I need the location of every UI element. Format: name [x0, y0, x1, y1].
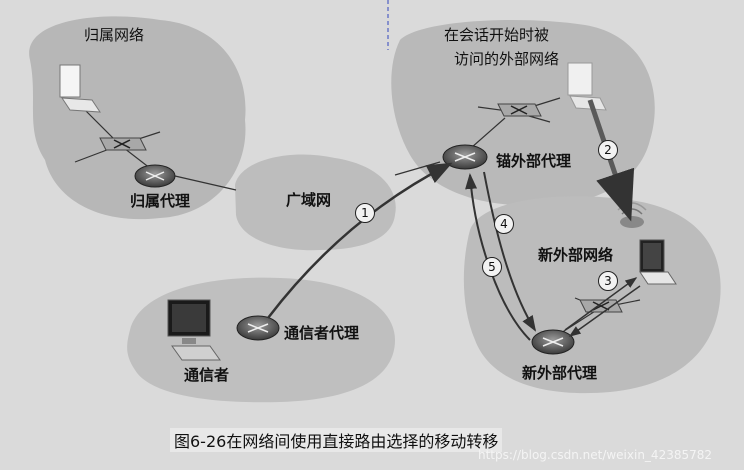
home-agent-label: 归属代理: [130, 192, 191, 210]
home-network-cloud: [29, 16, 246, 220]
flow-arrow-3b: [568, 285, 641, 337]
home-network-label: 归属网络: [84, 26, 145, 44]
visited-network-label-line2: 访问的外部网络: [454, 50, 560, 68]
switch-icon: [579, 299, 623, 313]
laptop-icon: [567, 62, 607, 111]
switch-icon: [497, 103, 542, 117]
new-foreign-agent-router-icon: [531, 329, 575, 355]
watermark: https://blog.csdn.net/weixin_42385782: [478, 448, 713, 462]
step-marker-2: 2: [598, 140, 618, 160]
anchor-foreign-agent-label: 锚外部代理: [496, 152, 572, 170]
flow-arrow-3a: [564, 277, 638, 331]
correspondent-agent-label: 通信者代理: [284, 324, 360, 342]
wan-label: 广域网: [286, 191, 332, 209]
figure-caption: 图6-26在网络间使用直接路由选择的移动转移: [170, 428, 503, 452]
step-marker-4: 4: [494, 214, 514, 234]
home-agent-router-icon: [134, 164, 176, 188]
desktop-computer-icon: [167, 299, 221, 361]
step-marker-1: 1: [355, 203, 375, 223]
step-marker-3: 3: [598, 271, 618, 291]
laptop-icon: [59, 64, 101, 113]
laptop-icon: [639, 239, 677, 285]
correspondent-label: 通信者: [184, 366, 230, 384]
step-marker-5: 5: [482, 257, 502, 277]
switch-icon: [99, 137, 147, 151]
new-foreign-agent-label: 新外部代理: [522, 364, 598, 382]
flow-arrow-4: [483, 171, 537, 332]
visited-network-label-line1: 在会话开始时被: [444, 26, 550, 44]
correspondent-agent-router-icon: [236, 315, 280, 341]
anchor-foreign-agent-router-icon: [442, 144, 488, 170]
new-foreign-network-label: 新外部网络: [538, 246, 614, 264]
flow-arrow-1: [267, 162, 453, 319]
